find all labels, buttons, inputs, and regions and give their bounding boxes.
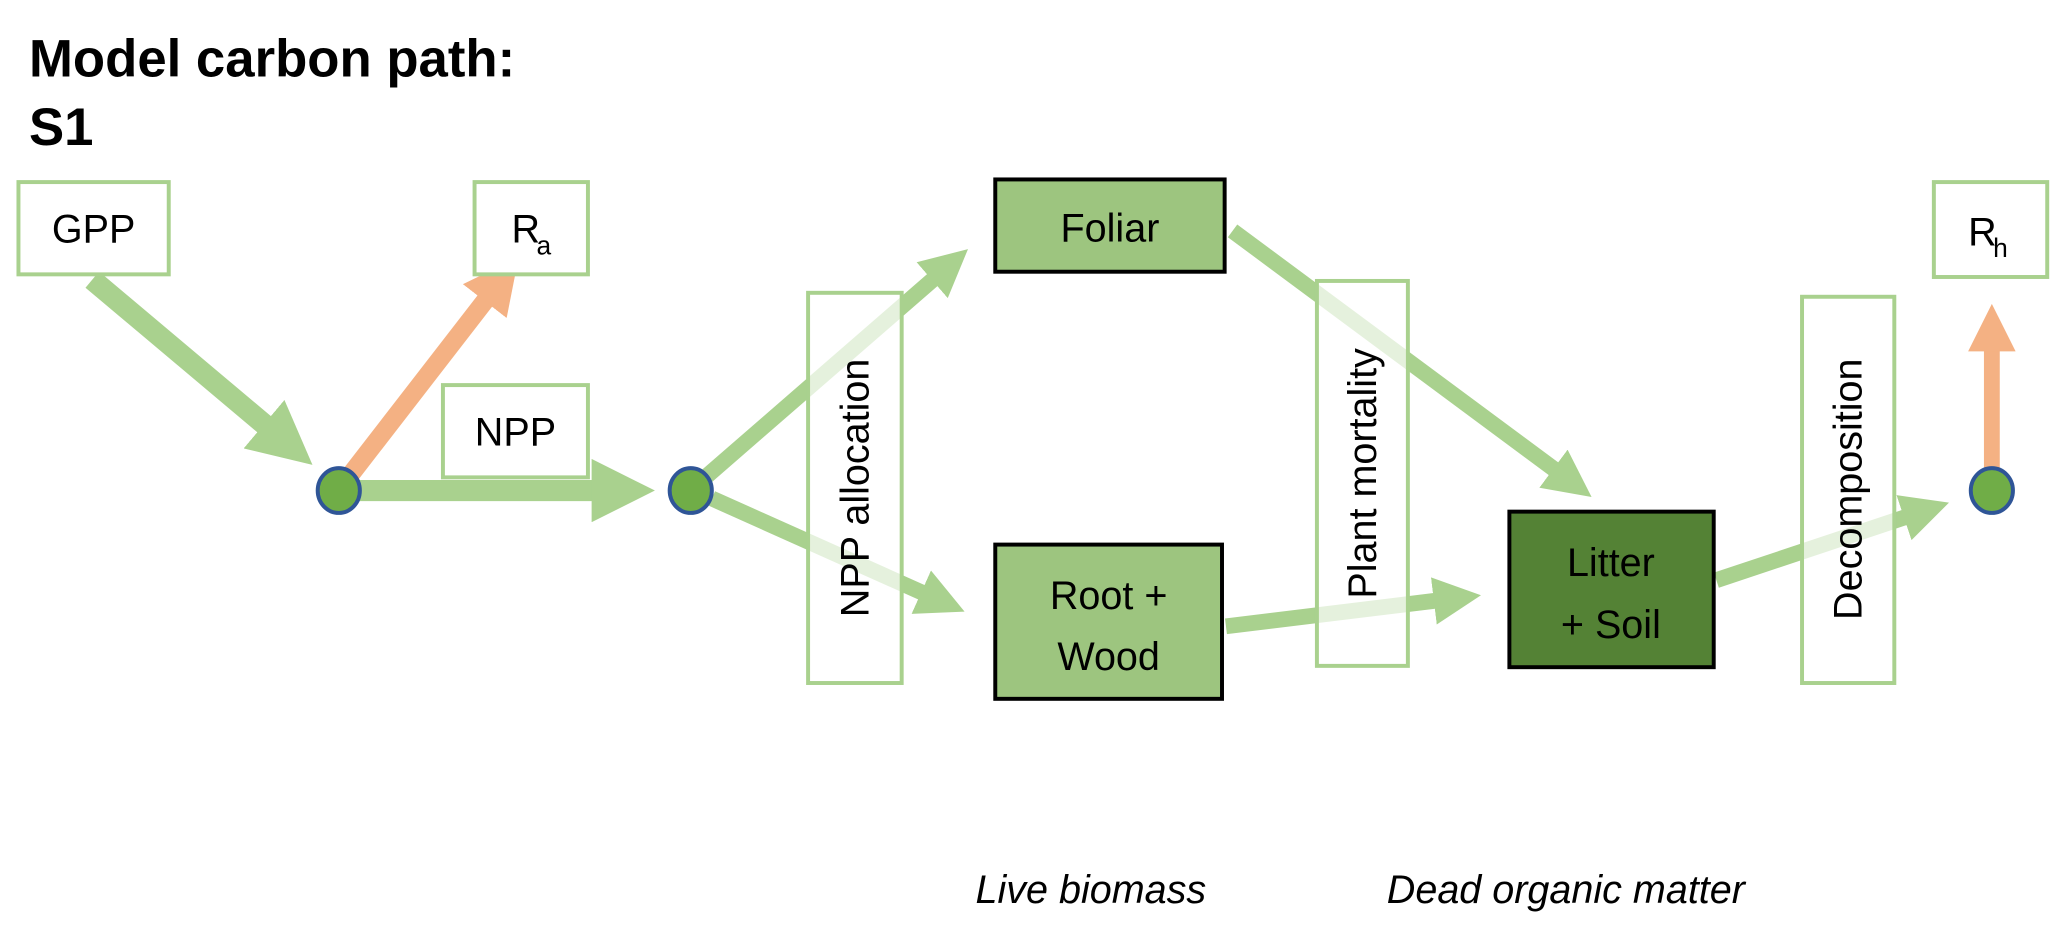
rh-label: R [1968,210,1997,254]
gpp-to-node-arrow [85,271,313,465]
live-biomass-label: Live biomass [975,868,1206,912]
rh-subscript: h [1993,233,2008,263]
rh-box: R h [1931,180,2050,279]
decomposition-label: Decomposition [1826,358,1870,619]
gpp-label: GPP [52,208,135,252]
junction-node-npp [667,466,714,515]
root-wood-label-line1: Root + [1050,574,1168,618]
litter-soil-pool: Litter + Soil [1507,509,1716,670]
npp-allocation-label: NPP allocation [834,359,878,618]
gpp-box: GPP [16,180,171,277]
diagram-title-line2: S1 [29,98,93,157]
npp-box: NPP [440,383,590,480]
ra-subscript: a [537,231,552,261]
litter-soil-label-line1: Litter [1567,541,1655,585]
dead-organic-matter-label: Dead organic matter [1387,868,1747,912]
plant-mortality-label: Plant mortality [1341,348,1385,599]
foliar-label: Foliar [1061,206,1160,250]
junction-node-rh [1968,466,2015,515]
root-wood-pool: Root + Wood [993,542,1224,701]
diagram-title-line1: Model carbon path: [29,30,515,89]
root-wood-label-line2: Wood [1057,635,1160,679]
foliar-pool: Foliar [993,177,1227,274]
ra-box: R a [472,180,590,277]
ra-arrow [338,257,519,487]
plant-mortality-box: Plant mortality [1314,278,1410,668]
litter-soil-label-line2: + Soil [1561,603,1661,647]
ra-label: R [511,208,540,252]
npp-label: NPP [475,411,556,455]
junction-node-gpp [315,466,362,515]
decomposition-box: Decomposition [1800,294,1897,685]
npp-allocation-box: NPP allocation [806,290,904,685]
